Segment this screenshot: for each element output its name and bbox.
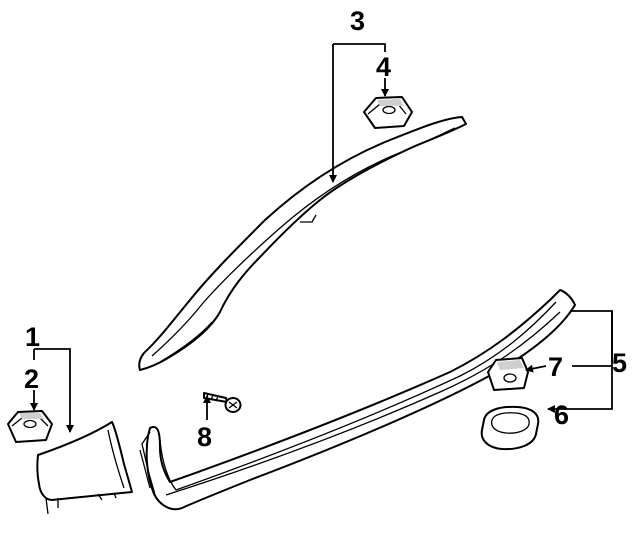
kick-panel-clip-part bbox=[7, 410, 53, 443]
callout-7: 7 bbox=[548, 352, 563, 382]
callout-8: 8 bbox=[197, 422, 212, 452]
callout-labels: 1 2 3 4 5 6 7 8 bbox=[24, 6, 627, 452]
scuff-plate-part bbox=[141, 289, 576, 511]
grommet-part bbox=[480, 405, 540, 451]
roof-trim-clip-part bbox=[363, 96, 413, 129]
callout-5: 5 bbox=[612, 348, 627, 378]
kick-panel-part bbox=[36, 421, 151, 515]
roof-side-trim-part bbox=[138, 116, 467, 371]
screw-part bbox=[203, 392, 242, 413]
leader-lines bbox=[30, 43, 613, 433]
callout-6: 6 bbox=[554, 400, 569, 430]
callout-3: 3 bbox=[350, 6, 365, 36]
callout-1: 1 bbox=[25, 322, 40, 352]
sill-clip-part bbox=[487, 357, 529, 391]
callout-2: 2 bbox=[24, 364, 39, 394]
callout-4: 4 bbox=[376, 52, 391, 82]
